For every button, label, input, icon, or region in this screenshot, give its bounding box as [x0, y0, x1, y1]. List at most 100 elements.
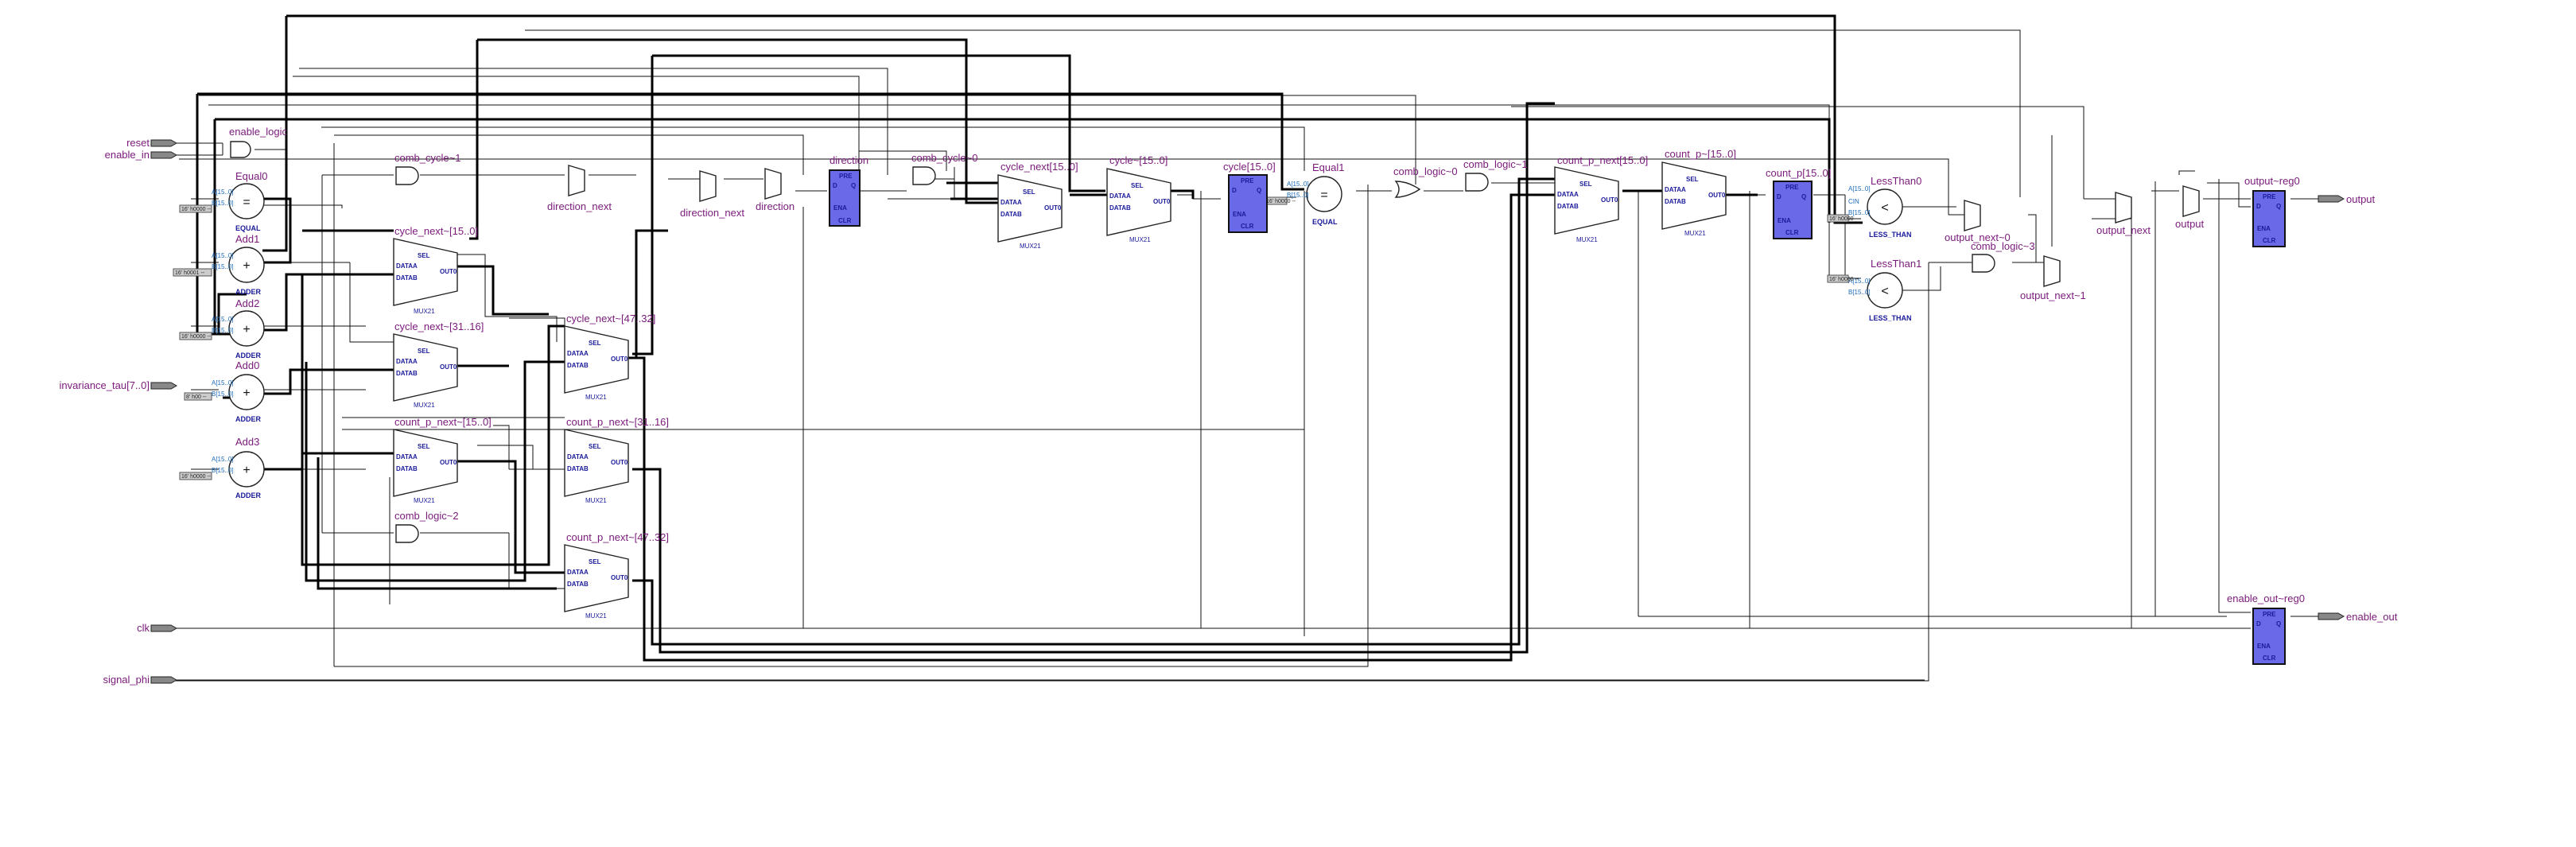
port-dataa: DATAA [1109, 192, 1131, 200]
pin-enable-in[interactable]: enable_in [105, 149, 178, 161]
add0-block[interactable]: + Add0 ADDER A[15..0] B[15..0] 8' h00 -- [184, 359, 265, 423]
register-cycle[interactable]: cycle[15..0] PRE D Q ENA CLR [1223, 161, 1276, 233]
add1-port-a: A[15..0] [212, 252, 234, 259]
add2-block[interactable]: + Add2 ADDER A[15..0] B[15..0] 16' h0000… [179, 297, 265, 359]
mux-type: MUX21 [1129, 236, 1151, 243]
reg-pre: PRE [1785, 184, 1799, 191]
port-dataa: DATAA [1557, 191, 1579, 198]
reg-d: D [1232, 187, 1237, 194]
mux-cycle-next-15-0-b-label: cycle_next[15..0] [1000, 161, 1078, 173]
register-count-p[interactable]: count_p[15..0] PRE D Q ENA CLR [1766, 167, 1831, 239]
reg-pre: PRE [2263, 611, 2276, 618]
comb-cycle-0-gate[interactable]: comb_cycle~0 [911, 152, 977, 185]
port-sel: SEL [418, 443, 430, 450]
small-mux-direction-label: direction [756, 200, 795, 212]
register-enable-out-reg0[interactable]: enable_out~reg0 PRE D Q ENA CLR [2227, 593, 2305, 665]
equal1-block[interactable]: = Equal1 EQUAL A[15..0] B[15..0] 16' h00… [1264, 161, 1344, 226]
pin-signal-phi-label: signal_phi [103, 674, 150, 686]
reg-d: D [2256, 203, 2261, 210]
mux-cycle-next-15-0-a[interactable]: cycle_next~[15..0] SEL DATAA DATAB OUT0 … [393, 225, 478, 315]
small-mux-output-next-1-label: output_next~1 [2020, 289, 2086, 301]
mux-count-p-next-47-32[interactable]: count_p_next~[47..32] SEL DATAA DATAB OU… [564, 531, 669, 620]
port-out0: OUT0 [1708, 192, 1726, 199]
comb-logic-0-gate[interactable]: comb_logic~0 [1393, 165, 1458, 198]
pin-clk[interactable]: clk [137, 622, 178, 634]
reg-q: Q [2276, 620, 2281, 627]
pin-signal-phi[interactable]: signal_phi [103, 674, 178, 686]
add2-label: Add2 [235, 297, 259, 309]
mux-count-p-next-15-0-b[interactable]: count_p_next[15..0] SEL DATAA DATAB OUT0… [1554, 154, 1648, 243]
equal0-const: 16' h0000 -- [181, 207, 212, 212]
small-mux-direction[interactable]: direction [756, 168, 795, 212]
register-output-reg0[interactable]: output~reg0 PRE D Q ENA CLR [2244, 175, 2300, 247]
small-mux-direction-next-a-label: direction_next [547, 200, 612, 212]
port-out0: OUT0 [440, 268, 457, 275]
small-mux-output-next-1[interactable]: output_next~1 [2020, 255, 2086, 301]
port-dataa: DATAA [396, 358, 418, 365]
mux-cycle-next-47-32[interactable]: cycle_next~[47..32] SEL DATAA DATAB OUT0… [564, 313, 655, 401]
mux-cycle-next-47-32-label: cycle_next~[47..32] [566, 313, 655, 324]
lessthan0-const: 16' h0000 -- [1829, 216, 1859, 222]
pin-invariance-tau-label: invariance_tau[7..0] [60, 379, 150, 391]
port-dataa: DATAA [567, 453, 589, 460]
equal1-port-a: A[15..0] [1287, 181, 1309, 188]
small-mux-direction-next-a[interactable]: direction_next [547, 165, 612, 212]
mux-count-p-next-31-16[interactable]: count_p_next~[31..16] SEL DATAA DATAB OU… [564, 416, 669, 504]
comb-logic-2-gate[interactable]: comb_logic~2 [394, 510, 459, 543]
mux-cycle-15-0-b[interactable]: cycle~[15..0] SEL DATAA DATAB OUT0 MUX21 [1106, 154, 1171, 243]
lessthan0-port-cin: CIN [1848, 198, 1859, 205]
mux-cycle-next-15-0-b[interactable]: cycle_next[15..0] SEL DATAA DATAB OUT0 M… [997, 161, 1078, 250]
pin-output[interactable]: output [2318, 193, 2376, 205]
port-datab: DATAB [1665, 198, 1686, 205]
arithmetic-units: = Equal0 EQUAL A[15..0] B[15..0] 16' h00… [173, 161, 1921, 499]
reg-d: D [1777, 193, 1781, 200]
port-out0: OUT0 [1153, 198, 1171, 205]
port-out0: OUT0 [1601, 196, 1618, 204]
add0-const: 8' h00 -- [186, 394, 207, 400]
equal0-block[interactable]: = Equal0 EQUAL A[15..0] B[15..0] 16' h00… [179, 170, 267, 232]
small-mux-output-next-0[interactable]: output_next~0 [1945, 200, 2011, 243]
enable-logic-gate[interactable]: enable_logic [229, 126, 288, 158]
port-out0: OUT0 [611, 574, 628, 581]
pin-enable-out[interactable]: enable_out [2318, 611, 2398, 623]
reg-ena: ENA [2257, 225, 2271, 232]
comb-logic-3-gate[interactable]: comb_logic~3 [1971, 240, 2035, 273]
small-mux-output[interactable]: output [2175, 185, 2205, 230]
equal1-type: EQUAL [1312, 218, 1338, 226]
mux-type: MUX21 [414, 497, 435, 504]
mux-count-p-next-31-16-label: count_p_next~[31..16] [566, 416, 669, 428]
pin-invariance-tau[interactable]: invariance_tau[7..0] [60, 379, 178, 391]
comb-logic-3-label: comb_logic~3 [1971, 240, 2035, 252]
mux-cycle-next-31-16-label: cycle_next~[31..16] [394, 321, 484, 332]
small-mux-output-next[interactable]: output_next [2096, 192, 2151, 236]
comb-cycle-1-gate[interactable]: comb_cycle~1 [394, 152, 460, 185]
mux-type: MUX21 [585, 497, 607, 504]
mux-type: MUX21 [585, 612, 607, 620]
mux-count-p-next-15-0-a[interactable]: count_p_next~[15..0] SEL DATAA DATAB OUT… [393, 416, 491, 504]
reg-clr: CLR [2263, 655, 2276, 662]
mux-cycle-next-31-16[interactable]: cycle_next~[31..16] SEL DATAA DATAB OUT0… [393, 321, 484, 409]
add1-port-b: B[15..0] [212, 263, 234, 270]
add0-port-a: A[15..0] [212, 379, 234, 387]
add0-type: ADDER [235, 415, 262, 423]
small-mux-direction-next-b[interactable]: direction_next [680, 170, 744, 219]
small-mux-output-next-label: output_next [2096, 224, 2151, 236]
thin-nets [167, 29, 2318, 682]
comb-logic-1-gate[interactable]: comb_logic~1 [1463, 158, 1528, 192]
register-direction[interactable]: direction PRE D Q ENA CLR [829, 154, 868, 227]
add3-block[interactable]: + Add3 ADDER A[15..0] B[15..0] 16' h0000… [179, 436, 265, 499]
equal1-symbol: = [1320, 188, 1327, 202]
add3-port-a: A[15..0] [212, 456, 234, 463]
add3-const: 16' h0000 -- [181, 474, 212, 480]
add1-block[interactable]: + Add1 ADDER A[15..0] B[15..0] 16' h0001… [173, 233, 265, 296]
lessthan1-block[interactable]: < LessThan1 LESS_THAN A[15..0] B[15..0] … [1827, 258, 1921, 322]
add0-symbol: + [243, 387, 250, 400]
mux-count-p-15-0-b[interactable]: count_p~[15..0] SEL DATAA DATAB OUT0 MUX… [1661, 148, 1736, 237]
lessthan0-port-a: A[15..0] [1848, 185, 1871, 192]
pin-reset[interactable]: reset [126, 137, 178, 149]
port-sel: SEL [1686, 176, 1699, 183]
lessthan0-port-b: B[15..0] [1848, 209, 1871, 216]
lessthan0-block[interactable]: < LessThan0 LESS_THAN A[15..0] CIN B[15.… [1827, 175, 1921, 239]
add1-const: 16' h0001 -- [175, 270, 205, 276]
